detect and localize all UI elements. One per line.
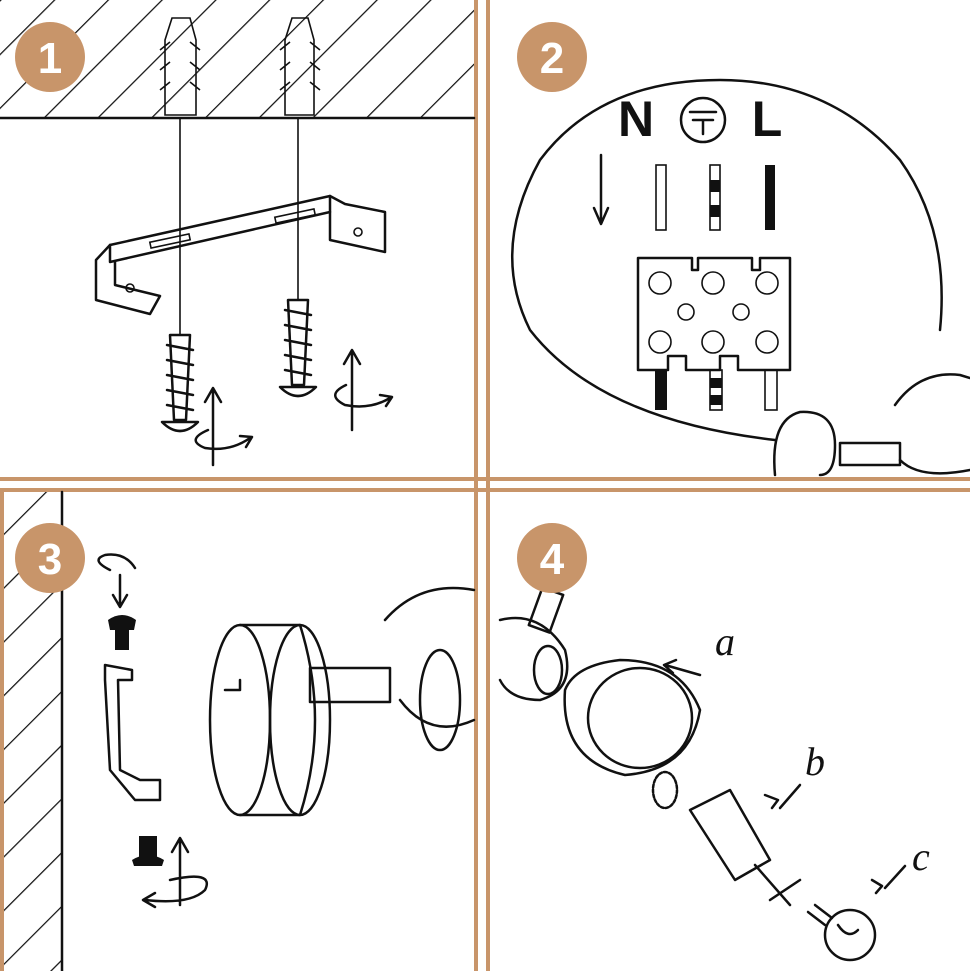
mounting-bracket-icon [94, 194, 387, 316]
rotate-arrow-icon [141, 836, 208, 909]
panel-step-2: N L 2 [510, 22, 970, 477]
down-arrow-icon [592, 153, 610, 226]
pointer-arrow-icon [763, 783, 802, 810]
light-bulb-c [806, 903, 877, 962]
wires-out [655, 369, 778, 411]
magnifier-circle [510, 78, 943, 442]
lamp-shade-a [563, 658, 702, 777]
step-badge [15, 22, 85, 92]
step-number: 2 [540, 34, 564, 83]
lamp-arm-icon [498, 586, 569, 702]
neutral-label: N [618, 91, 654, 147]
screw-icon [108, 615, 164, 866]
step-number: 1 [38, 34, 62, 83]
panel-step-1: 1 [0, 0, 476, 467]
earth-ground-icon [679, 96, 727, 144]
step-badge [15, 523, 85, 593]
lamp-socket-icon [688, 788, 802, 907]
step-badge [517, 22, 587, 92]
panel-step-4: a b c 4 [498, 523, 930, 962]
step-number: 4 [540, 535, 565, 584]
pointer-arrow-icon [870, 864, 907, 895]
rotate-arrow-icon [97, 553, 137, 609]
mounting-bracket-icon [103, 663, 162, 802]
screw-icon [160, 298, 318, 433]
ring-nut-b [651, 770, 679, 810]
rotate-arrow-icon [194, 348, 394, 467]
panel-step-3: 3 [4, 490, 476, 971]
lamp-base-icon [208, 586, 476, 817]
live-label: L [752, 91, 783, 147]
part-label-c: c [912, 834, 930, 879]
part-label-a: a [715, 619, 735, 664]
step-badge [517, 523, 587, 593]
pointer-arrow-icon [662, 658, 702, 677]
step-number: 3 [38, 535, 62, 584]
wires-in [655, 164, 775, 231]
lamp-fixture-icon [773, 373, 970, 477]
terminal-block-icon [636, 256, 792, 372]
part-label-b: b [805, 739, 825, 784]
wall-plug-icon [159, 17, 321, 116]
